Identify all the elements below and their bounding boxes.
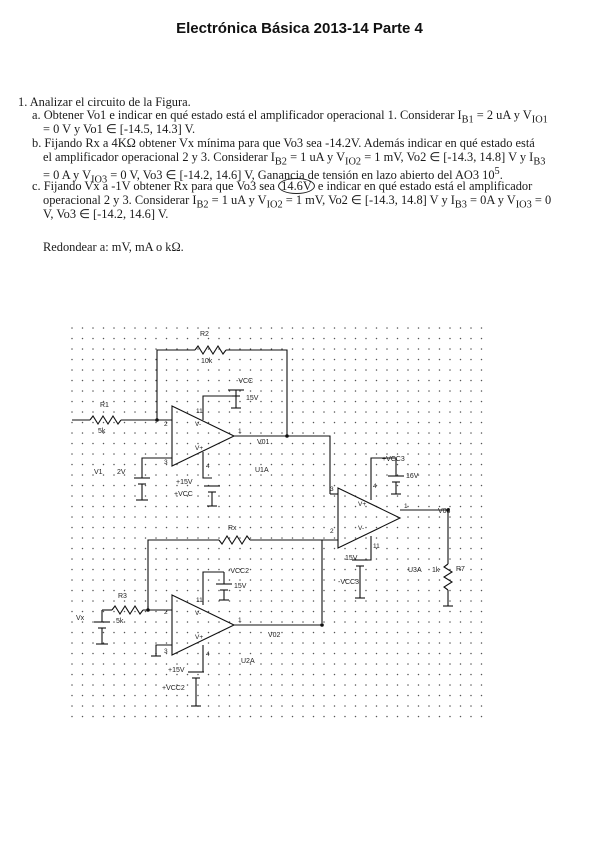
wire (156, 349, 195, 420)
label-vcc-neg: -VCC (236, 378, 253, 385)
svg-text:3: 3 (164, 648, 168, 655)
rounding-note: Redondear a: mV, mA o kΩ. (43, 240, 184, 254)
label-15v-u2-pos: +15V (168, 667, 185, 674)
svg-text:2: 2 (330, 528, 334, 535)
part-a-line2: = 0 V y Vo1 ∈ [-14.5, 14.3] V. (43, 122, 196, 136)
label-r1-value: 5k (98, 428, 106, 435)
label-vo3: V03 (438, 508, 451, 515)
svg-text:V+: V+ (195, 445, 203, 452)
opamp-u1a (171, 405, 236, 467)
svg-text:4: 4 (373, 483, 377, 490)
part-c-line2: operacional 2 y 3. Considerar IB2 = 1 uA… (43, 193, 552, 211)
label-vcc3-pos: +VCC3 (382, 456, 405, 463)
problem-intro: 1. Analizar el circuito de la Figura. (18, 95, 191, 109)
label-vcc2-pos: +VCC2 (162, 685, 185, 692)
svg-text:V-: V- (358, 525, 364, 532)
part-a-line1: a. Obtener Vo1 e indicar en qué estado e… (32, 108, 548, 126)
label-v1: V1 (94, 469, 103, 476)
part-c-line1: c. Fijando Vx a -1V obtener Rx para que … (32, 178, 533, 194)
label-15v-u2: 15V (234, 583, 247, 590)
label-r2: R2 (200, 331, 209, 338)
label-r2-value: 10k (201, 358, 213, 365)
part-c-line3: V, Vo3 ∈ [-14.2, 14.6] V. (43, 207, 169, 221)
label-vo2: V02 (268, 632, 281, 639)
resistor-r1 (89, 414, 122, 426)
svg-text:11: 11 (196, 597, 203, 604)
label-r3: R3 (118, 593, 127, 600)
svg-text:V-: V- (195, 610, 201, 617)
label-vx: Vx (76, 615, 85, 622)
svg-text:2: 2 (164, 609, 168, 616)
opamp-u2a (171, 594, 236, 656)
svg-text:1: 1 (404, 503, 408, 510)
part-b-line1: b. Fijando Rx a 4KΩ obtener Vx mínima pa… (32, 136, 535, 150)
label-vo1: V01 (257, 439, 270, 446)
dot-grid (70, 326, 485, 721)
svg-text:11: 11 (373, 543, 380, 550)
label-16v: 16V (406, 473, 419, 480)
svg-text:V-: V- (195, 421, 201, 428)
resistor-r7 (442, 563, 454, 591)
label-15v-pos: +15V (176, 479, 193, 486)
page-title: Electrónica Básica 2013-14 Parte 4 (176, 20, 423, 37)
svg-text:4: 4 (206, 463, 210, 470)
svg-text:4: 4 (206, 651, 210, 658)
label-u3a: U3A (408, 567, 422, 574)
svg-text:3: 3 (330, 486, 334, 493)
part-b-line3: = 0 A y VIO3 = 0 V, Vo3 ∈ [-14.2, 14.6] … (43, 166, 503, 186)
label-r3-value: 5k (116, 618, 124, 625)
svg-text:3: 3 (164, 459, 168, 466)
label-vcc-pos: +VCC (174, 491, 193, 498)
svg-text:V+: V+ (195, 634, 203, 641)
label-r1: R1 (100, 402, 109, 409)
svg-text:2: 2 (164, 421, 168, 428)
label-r7-value: 1k (432, 567, 440, 574)
label-15v-u3: 15V (345, 555, 358, 562)
wire (141, 457, 172, 478)
opamp-u3a (337, 487, 402, 549)
label-vcc2-neg: -VCC2 (228, 568, 249, 575)
wire (226, 349, 288, 436)
wire (234, 435, 331, 494)
label-u2a: U2A (241, 658, 255, 665)
resistor-r3 (111, 604, 144, 616)
part-b-line2: el amplificador operacional 2 y 3. Consi… (43, 150, 546, 168)
svg-text:1: 1 (238, 617, 242, 624)
resistor-rx (218, 534, 251, 546)
label-u1a: U1A (255, 467, 269, 474)
svg-text:V+: V+ (358, 501, 366, 508)
svg-text:11: 11 (196, 408, 203, 415)
label-rx: Rx (228, 525, 237, 532)
label-15v: 15V (246, 395, 259, 402)
svg-text:1: 1 (238, 428, 242, 435)
resistor-r2 (194, 344, 227, 356)
label-r7: R7 (456, 566, 465, 573)
label-v1-value: 2V (117, 469, 126, 476)
label-vcc3-neg: -VCC3 (338, 579, 359, 586)
